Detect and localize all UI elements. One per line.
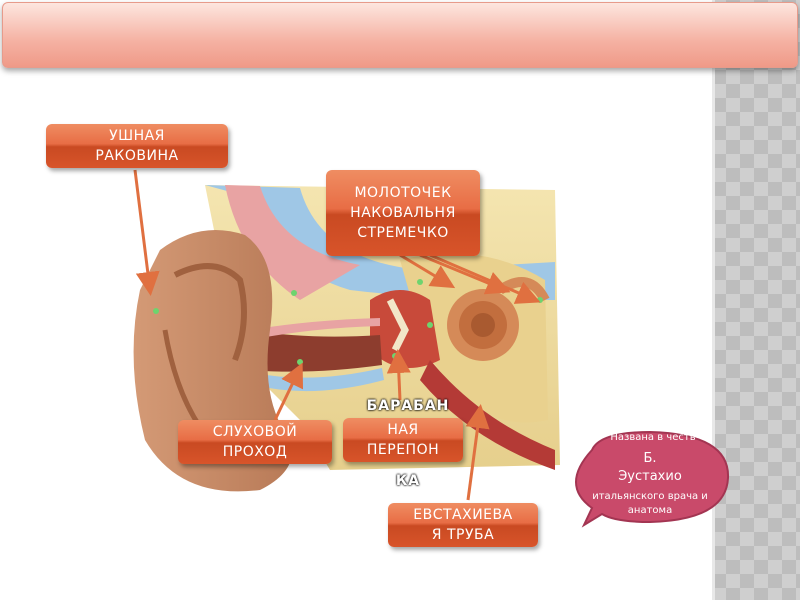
speech-bubble — [575, 430, 730, 528]
label-ossicles: МОЛОТОЧЕК НАКОВАЛЬНЯ СТРЕМЕЧКО — [326, 170, 480, 256]
pointer-arrow-eardrum — [386, 349, 411, 401]
pointer-arrow-pinna — [133, 169, 160, 296]
label-ear-canal: СЛУХОВОЙ ПРОХОД — [178, 420, 332, 464]
label-eustachian-tube: ЕВСТАХИЕВА Я ТРУБА — [388, 503, 538, 547]
title-bar — [2, 2, 798, 68]
ear-canal-shape — [250, 330, 382, 372]
bubble-name: Б. Эустахио — [618, 451, 682, 484]
label-eardrum-bottom: КА — [395, 473, 421, 489]
pointer-arrow-canal — [273, 362, 304, 421]
decorative-stripe — [712, 0, 800, 600]
pointer-arrow-malleus — [399, 253, 456, 289]
label-pinna: УШНАЯ РАКОВИНА — [46, 124, 228, 168]
label-eardrum-top: БАРАБАН — [366, 398, 450, 414]
stripe-edge — [712, 0, 715, 600]
pointer-arrow-incus — [419, 253, 511, 295]
pointer-arrow-eustachian — [465, 404, 490, 501]
ossicles-bones — [386, 298, 409, 352]
bubble-description: итальянского врача и анатома — [592, 491, 708, 516]
bubble-prefix: Названа в честь — [610, 432, 696, 443]
pointer-arrow-stapes — [429, 253, 541, 304]
label-eardrum: НАЯ ПЕРЕПОН — [343, 418, 463, 462]
tissue-pink — [225, 185, 360, 300]
